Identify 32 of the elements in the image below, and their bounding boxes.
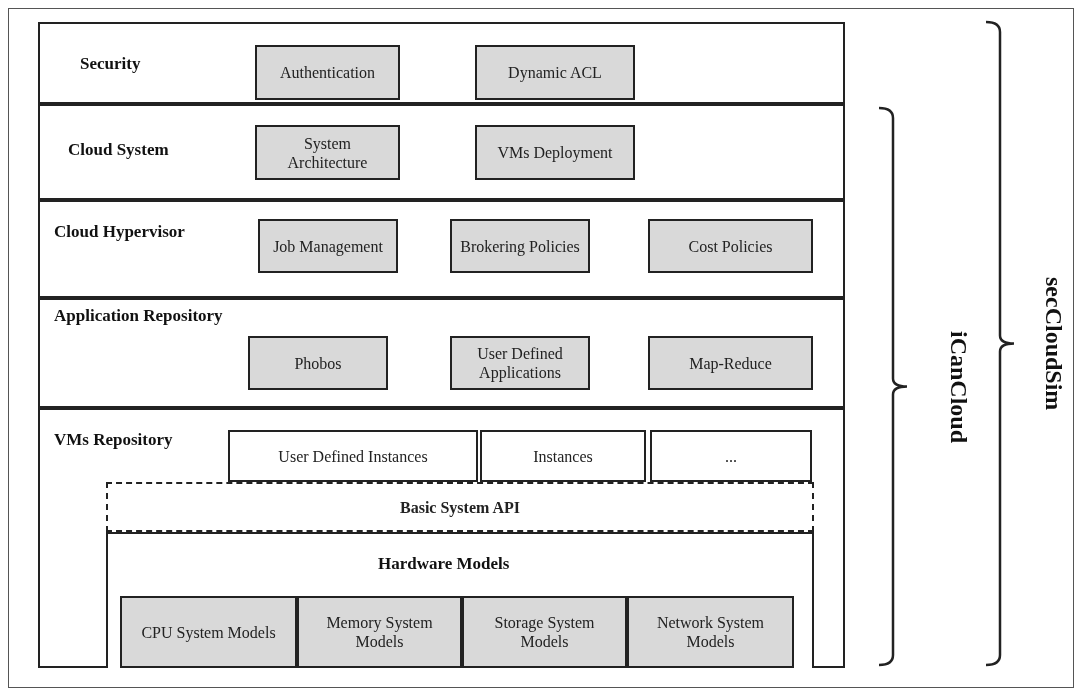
bracket-label: secCloudSim	[1040, 277, 1067, 411]
module-box: Phobos	[248, 336, 388, 390]
module-box: Dynamic ACL	[475, 45, 635, 100]
layer-title: Cloud Hypervisor	[54, 222, 185, 242]
module-box: Authentication	[255, 45, 400, 100]
layer-band	[38, 104, 845, 200]
layer-band	[38, 200, 845, 298]
module-box: User Defined Instances	[228, 430, 478, 482]
module-box: Cost Policies	[648, 219, 813, 273]
layer-band	[38, 22, 845, 104]
module-box: Memory System Models	[297, 596, 462, 668]
module-box: Instances	[480, 430, 646, 482]
module-box: Job Management	[258, 219, 398, 273]
layer-title: Hardware Models	[378, 554, 510, 574]
module-box: Storage System Models	[462, 596, 627, 668]
module-box: Brokering Policies	[450, 219, 590, 273]
layer-panel	[106, 532, 814, 668]
module-box: VMs Deployment	[475, 125, 635, 180]
layer-title: Cloud System	[68, 140, 169, 160]
bracket-label: iCanCloud	[945, 330, 972, 443]
layer-title: Application Repository	[54, 306, 223, 326]
module-box: Map-Reduce	[648, 336, 813, 390]
layer-title: Security	[80, 54, 141, 74]
module-box: User Defined Applications	[450, 336, 590, 390]
module-box: Network System Models	[627, 596, 794, 668]
api-layer: Basic System API	[106, 482, 814, 532]
layer-title: VMs Repository	[54, 430, 173, 450]
module-box: ...	[650, 430, 812, 482]
layer-band	[38, 408, 845, 668]
module-box: System Architecture	[255, 125, 400, 180]
module-box: CPU System Models	[120, 596, 297, 668]
layer-band	[38, 298, 845, 408]
